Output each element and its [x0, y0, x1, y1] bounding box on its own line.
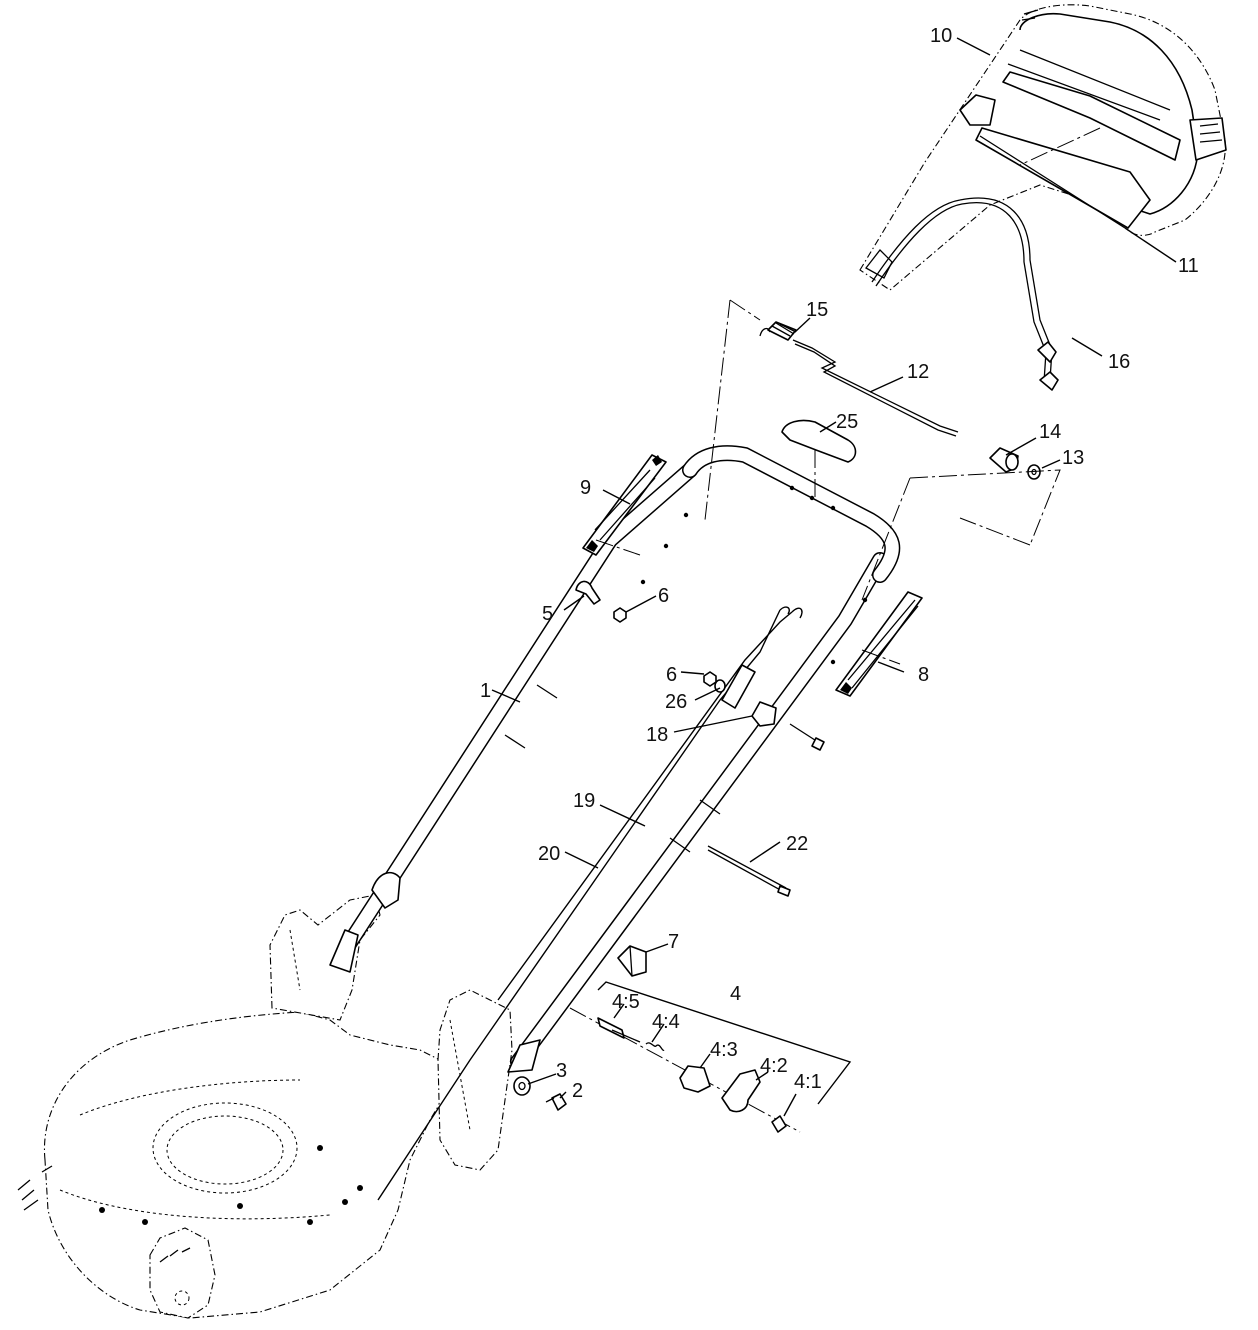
callout-4-5: 4:5	[612, 991, 640, 1013]
handle-mount-left	[329, 871, 401, 973]
callout-22: 22	[786, 833, 808, 855]
callout-26: 26	[665, 691, 687, 713]
callout-10: 10	[930, 25, 952, 47]
cable-guide-18	[751, 701, 777, 727]
washer-3	[513, 1076, 531, 1096]
callout-20: 20	[538, 843, 560, 865]
clip-5	[575, 580, 601, 605]
top-handle-10	[859, 4, 1227, 291]
drive-cable-19	[497, 607, 803, 1001]
knob-7	[617, 945, 647, 977]
cable-clip	[721, 664, 756, 709]
callout-18: 18	[646, 724, 668, 746]
callout-3: 3	[556, 1060, 567, 1082]
callout-11: 11	[1178, 255, 1199, 277]
bolt-2	[545, 1093, 567, 1111]
callout-9: 9	[580, 477, 591, 499]
grip-25	[781, 419, 857, 500]
callout-2: 2	[572, 1080, 583, 1102]
handle-tube-right	[510, 552, 888, 1070]
callout-8: 8	[918, 664, 929, 686]
callout-19: 19	[573, 790, 595, 812]
leader-lines	[491, 37, 1177, 1117]
handle-tube-left	[337, 462, 698, 958]
cable-holder-9	[582, 454, 667, 556]
callout-25: 25	[836, 411, 858, 433]
callout-5: 5	[542, 603, 553, 625]
bolt	[789, 723, 825, 751]
callout-13: 13	[1062, 447, 1084, 469]
linkage-rod-12	[792, 339, 959, 437]
control-cable-20	[377, 606, 790, 1201]
mower-deck	[17, 894, 513, 1319]
callout-14: 14	[1039, 421, 1061, 443]
callout-4: 4	[730, 983, 741, 1005]
phantom-assembly-lines	[595, 299, 1061, 665]
shield-11	[979, 135, 1126, 229]
cable-holder-8	[835, 591, 923, 697]
callout-4-3: 4:3	[710, 1039, 738, 1061]
callout-4-1: 4:1	[794, 1071, 822, 1093]
callout-labels: 10 11 15 16 12 25 14 13 9 5 6 6 26 8 18 …	[480, 25, 1199, 1102]
callout-6-lower: 6	[666, 664, 677, 686]
height-adjust-assembly-4	[569, 981, 852, 1133]
callout-12: 12	[907, 361, 929, 383]
handle-mount-right	[507, 1039, 541, 1073]
bushing-14	[989, 447, 1019, 473]
upper-handle-loop	[640, 445, 901, 665]
nut-6-lower	[703, 671, 717, 687]
spring-15	[759, 321, 797, 341]
nut-6-upper	[613, 607, 627, 623]
callout-15: 15	[806, 299, 828, 321]
callout-4-2: 4:2	[760, 1055, 788, 1077]
callout-16: 16	[1108, 351, 1130, 373]
callout-4-4: 4:4	[652, 1011, 680, 1033]
cable-tie-22	[707, 845, 791, 897]
callout-1: 1	[480, 680, 491, 702]
bail-16	[871, 197, 1059, 391]
callout-7: 7	[668, 931, 679, 953]
callout-6-upper: 6	[658, 585, 669, 607]
